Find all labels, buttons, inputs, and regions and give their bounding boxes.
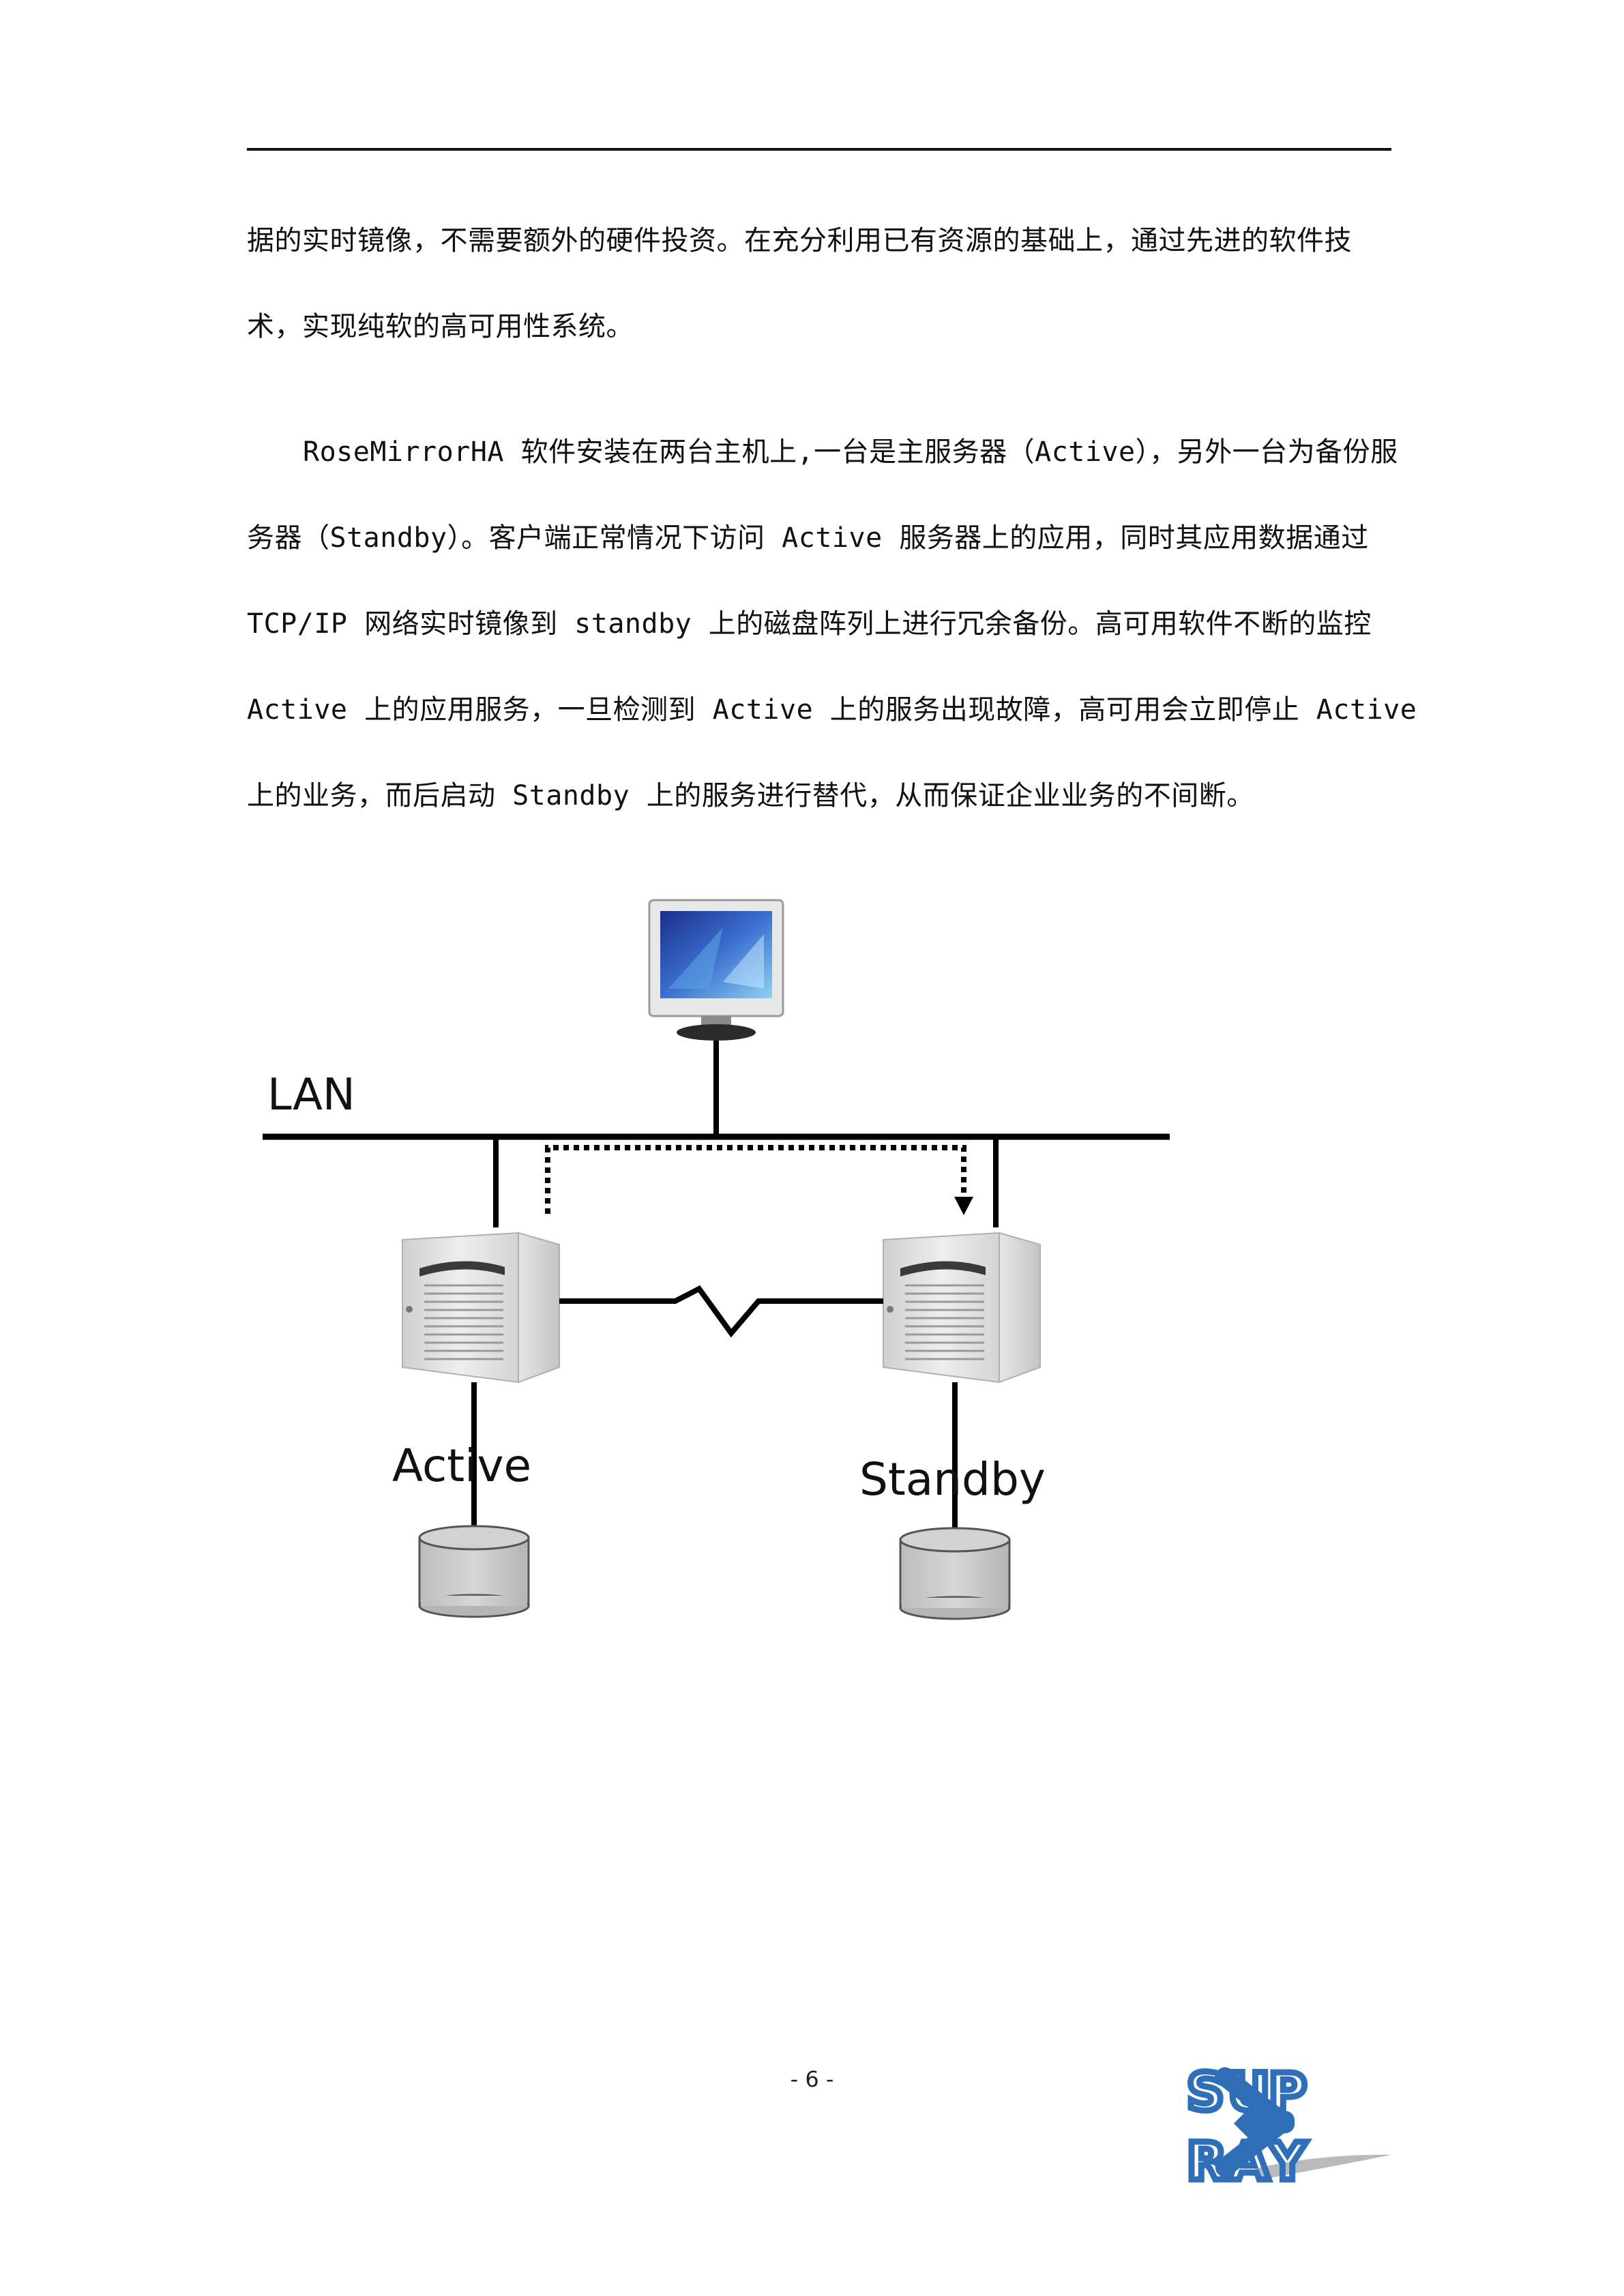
supray-logo: S U P R A Y <box>1184 2059 1391 2195</box>
svg-text:P: P <box>1269 2061 1307 2122</box>
header-rule <box>247 148 1391 151</box>
paragraph-line: Active 上的应用服务，一旦检测到 Active 上的服务出现故障，高可用会… <box>247 694 1417 726</box>
paragraph-line: 上的业务，而后启动 Standby 上的服务进行替代，从而保证企业业务的不间断。 <box>247 780 1254 811</box>
paragraph-line: 术，实现纯软的高可用性系统。 <box>247 311 634 342</box>
standby-disk-icon <box>899 1527 1011 1620</box>
active-disk-icon <box>418 1525 530 1618</box>
paragraph-line: 务器（Standby）。客户端正常情况下访问 Active 服务器上的应用，同时… <box>247 522 1369 554</box>
paragraph-line: 据的实时镜像，不需要额外的硬件投资。在充分利用已有资源的基础上，通过先进的软件技 <box>247 225 1352 256</box>
standby-server-icon <box>883 1232 1041 1384</box>
ha-network-diagram: LAN <box>263 899 1170 1620</box>
active-server-icon <box>402 1232 560 1384</box>
svg-text:U: U <box>1228 2061 1270 2122</box>
paragraph-line: RoseMirrorHA 软件安装在两台主机上,一台是主服务器（Active），… <box>303 436 1398 468</box>
active-label: Active <box>392 1440 531 1492</box>
standby-label: Standby <box>859 1453 1046 1506</box>
paragraph-1: 据的实时镜像，不需要额外的硬件投资。在充分利用已有资源的基础上，通过先进的软件技… <box>247 198 1393 370</box>
replication-arrow <box>545 1145 973 1215</box>
heartbeat-link <box>559 1285 883 1338</box>
svg-text:A: A <box>1229 2131 1269 2192</box>
lan-label: LAN <box>267 1070 355 1120</box>
page-number: - 6 - <box>790 2066 834 2092</box>
svg-text:R: R <box>1187 2131 1227 2192</box>
paragraph-2: RoseMirrorHA 软件安装在两台主机上,一台是主服务器（Active），… <box>247 409 1417 839</box>
client-monitor-icon <box>648 899 784 1041</box>
paragraph-line: TCP/IP 网络实时镜像到 standby 上的磁盘阵列上进行冗余备份。高可用… <box>247 608 1372 640</box>
svg-text:Y: Y <box>1268 2131 1307 2192</box>
svg-text:S: S <box>1187 2061 1224 2122</box>
